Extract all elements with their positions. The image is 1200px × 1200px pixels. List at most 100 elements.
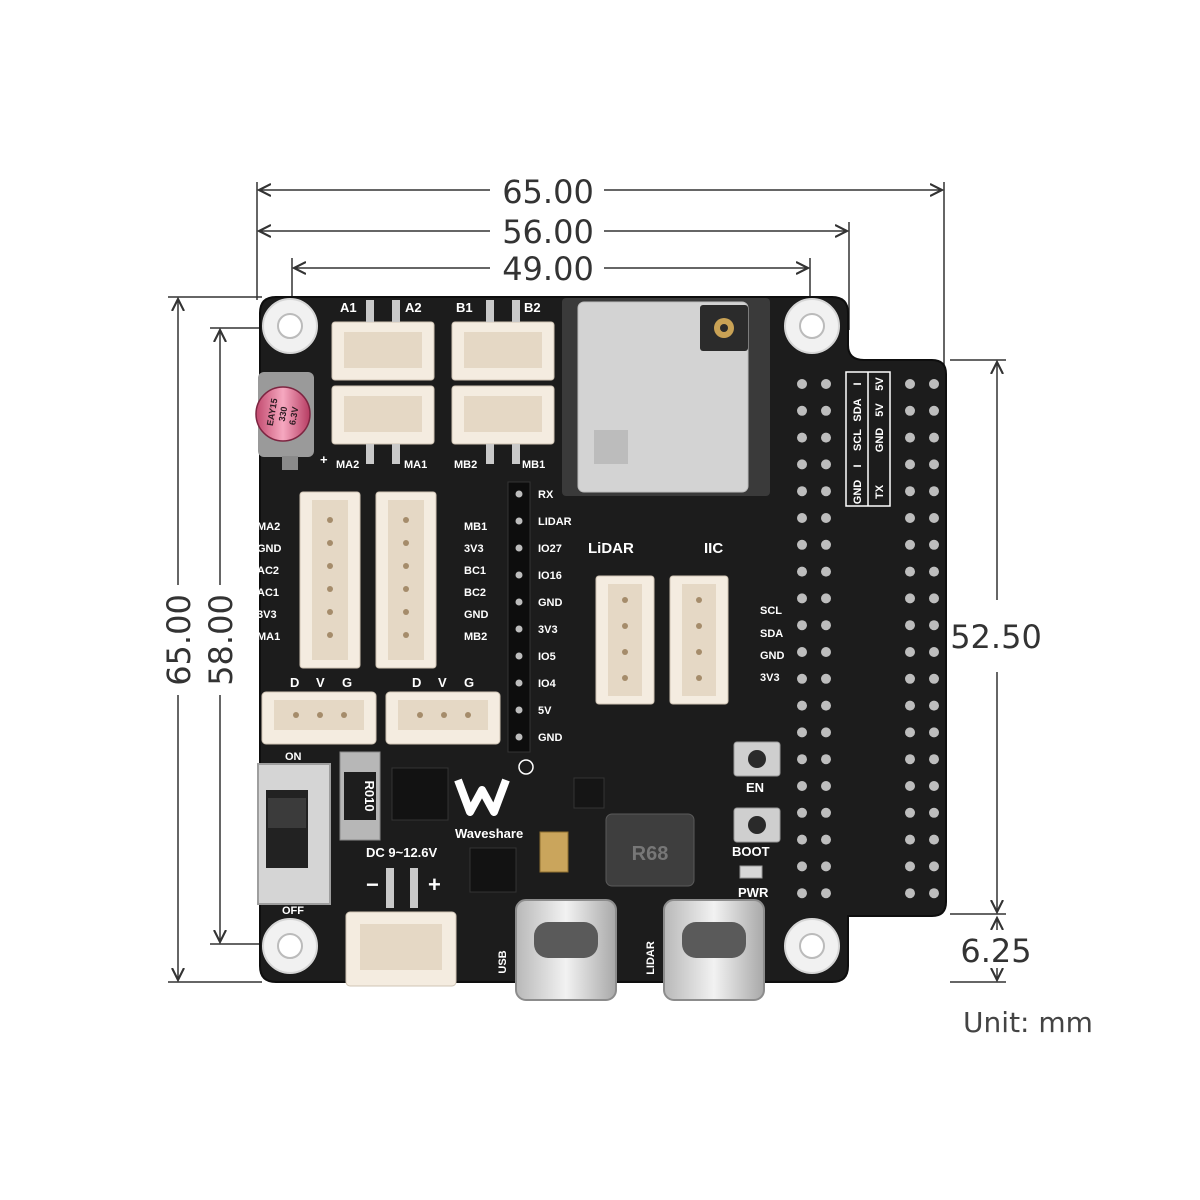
servo-connectors xyxy=(261,691,501,745)
lidar-usb-port-label: LIDAR xyxy=(645,941,657,975)
gpio-pin xyxy=(821,539,831,550)
inductor-marking: R68 xyxy=(632,843,669,865)
gpio-pin xyxy=(929,834,939,845)
power-inductor xyxy=(605,813,695,887)
connector-pin xyxy=(403,517,409,523)
gpio-pin xyxy=(905,781,915,791)
capacitor-marking-1: EAY15 xyxy=(265,398,280,427)
label-ma1: MA1 xyxy=(404,459,427,471)
esp32-module xyxy=(562,298,770,496)
gpio-pin xyxy=(929,807,939,818)
pin-label: 3V3 xyxy=(257,609,277,621)
gpio-pin xyxy=(821,593,831,604)
connector-pin xyxy=(293,712,299,718)
io-header-labels: RX LIDAR IO27 IO16 GND 3V3 IO5 IO4 5V GN… xyxy=(538,489,572,744)
dim-width-overall: 65.00 xyxy=(502,173,594,211)
connector-pin xyxy=(696,597,702,603)
dim-bottom-offset: 6.25 xyxy=(960,932,1031,970)
gpio-table-label: 5V xyxy=(874,403,886,417)
dim-width-holes: 49.00 xyxy=(502,250,594,288)
gpio-pin xyxy=(797,459,807,470)
dim-width-mid: 56.00 xyxy=(502,213,594,251)
waveshare-logo xyxy=(454,759,534,816)
gpio-pin xyxy=(905,593,915,604)
motor-encoder-connectors xyxy=(299,491,437,669)
polarity-plus: + xyxy=(428,872,441,897)
usb-c-port[interactable] xyxy=(515,899,617,1001)
shunt-resistor xyxy=(339,751,381,841)
gpio-pin xyxy=(929,647,939,657)
gpio-pin xyxy=(821,861,831,872)
pin-label: GND xyxy=(257,543,282,555)
servo2-label-d: D xyxy=(412,675,421,690)
unit-label: Unit: mm xyxy=(963,1006,1093,1039)
motor-connectors xyxy=(331,300,555,464)
gpio-pin xyxy=(797,781,807,791)
gpio-pin xyxy=(797,539,807,550)
servo1-label-g: G xyxy=(342,675,352,690)
connector-pin xyxy=(622,623,628,629)
en-button[interactable] xyxy=(733,741,781,777)
pin-label: MB2 xyxy=(464,631,487,643)
pwr-led-label: PWR xyxy=(738,885,769,900)
gpio-table-col2: I SDA SCL I GND xyxy=(852,382,864,504)
gpio-table-label: TX xyxy=(874,484,886,499)
iic-pin-label: GND xyxy=(760,650,785,662)
connector-pin xyxy=(327,563,333,569)
gpio-pin xyxy=(905,379,915,389)
io-header-pin xyxy=(515,733,523,741)
gpio-pin xyxy=(905,405,915,416)
gpio-pin xyxy=(929,781,939,791)
gpio-pin xyxy=(797,834,807,845)
label-b1: B1 xyxy=(456,300,473,315)
gpio-pin xyxy=(929,700,939,711)
gpio-pin xyxy=(905,566,915,577)
gpio-pin xyxy=(905,673,915,684)
io-header-pin xyxy=(515,490,523,498)
io-pin-label: GND xyxy=(538,732,563,744)
connector-pin xyxy=(403,540,409,546)
switch-off-label: OFF xyxy=(282,905,304,917)
io-header-pin xyxy=(515,571,523,579)
gpio-pin xyxy=(821,754,831,765)
usb-port-label: USB xyxy=(497,950,509,973)
pin-label: MB1 xyxy=(464,521,487,533)
gpio-pin xyxy=(905,513,915,523)
gpio-header-table xyxy=(845,371,891,507)
servo1-label-v: V xyxy=(316,675,325,690)
capacitor-marking-2: 330 xyxy=(277,406,289,423)
gpio-pin xyxy=(797,593,807,604)
lidar-iic-connectors xyxy=(595,575,729,705)
gpio-table-label: I xyxy=(852,382,864,385)
gpio-pin xyxy=(929,673,939,684)
power-switch[interactable] xyxy=(257,763,331,905)
gpio-pin xyxy=(905,727,915,738)
label-ma2: MA2 xyxy=(336,459,359,471)
pin-label: GND xyxy=(464,609,489,621)
gpio-pin xyxy=(905,459,915,470)
iic-connector-label: IIC xyxy=(704,540,723,557)
lidar-connector-label: LiDAR xyxy=(588,540,634,557)
io-pin-label: IO4 xyxy=(538,678,557,690)
io-header-pin xyxy=(515,679,523,687)
gpio-pin xyxy=(797,566,807,577)
gpio-pin xyxy=(905,807,915,818)
gpio-pin xyxy=(797,513,807,523)
connector-pin xyxy=(327,540,333,546)
connector-pin xyxy=(403,632,409,638)
gpio-pin xyxy=(821,405,831,416)
lidar-usb-c-port[interactable] xyxy=(663,899,765,1001)
gpio-pin xyxy=(821,620,831,631)
boot-button[interactable] xyxy=(733,807,781,843)
gpio-pin xyxy=(821,673,831,684)
gpio-pin xyxy=(821,807,831,818)
gpio-table-label: I xyxy=(852,464,864,467)
io-header-pin xyxy=(515,706,523,714)
connector-pin xyxy=(317,712,323,718)
gpio-header xyxy=(293,379,939,951)
connector-pin xyxy=(341,712,347,718)
capacitor-plus: + xyxy=(320,452,328,467)
io-pin-label: IO27 xyxy=(538,543,562,555)
gpio-pin xyxy=(929,566,939,577)
io-pin-label: 5V xyxy=(538,705,552,717)
